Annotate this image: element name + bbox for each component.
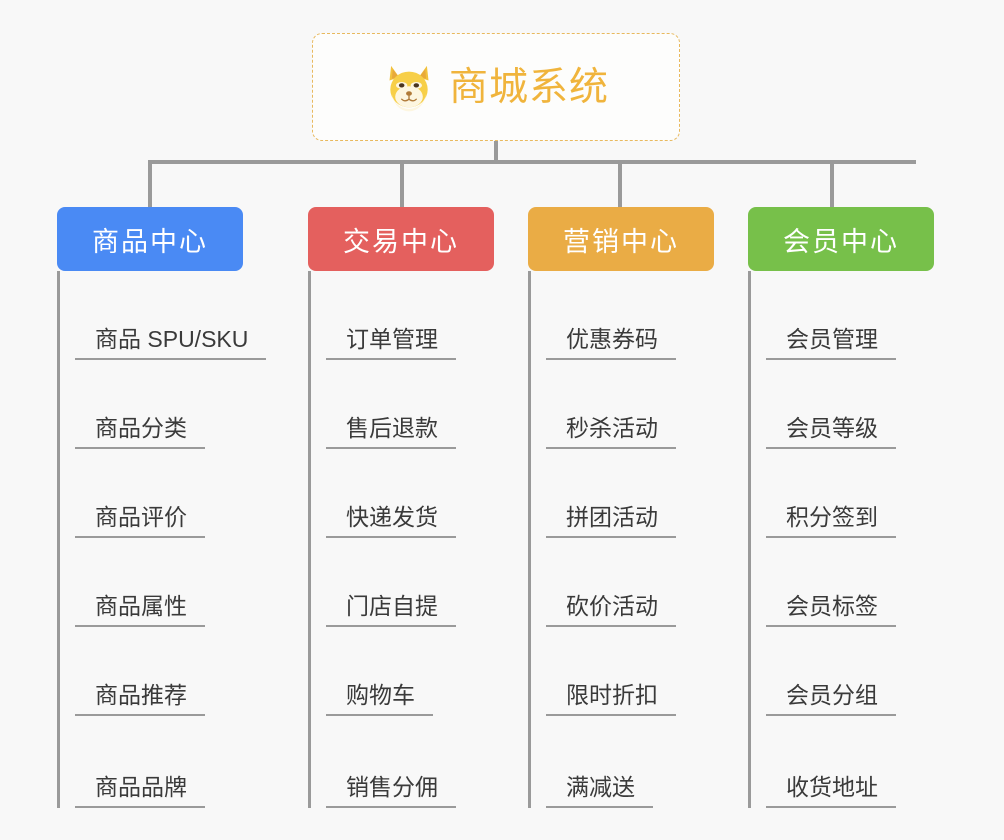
list-item[interactable]: 快递发货 (326, 449, 508, 538)
leaf-label: 快递发货 (326, 504, 456, 538)
list-item[interactable]: 满减送 (546, 716, 728, 808)
list-item[interactable]: 门店自提 (326, 538, 508, 627)
root-node[interactable]: 商城系统 (312, 33, 680, 141)
list-item[interactable]: 收货地址 (766, 716, 948, 808)
leaf-list-marketing-center: 优惠券码 秒杀活动 拼团活动 砍价活动 限时折扣 满减送 (528, 271, 728, 808)
leaf-label: 商品评价 (75, 504, 205, 538)
leaf-label: 商品属性 (75, 593, 205, 627)
list-item[interactable]: 秒杀活动 (546, 360, 728, 449)
leaf-label: 优惠券码 (546, 326, 676, 360)
leaf-label: 砍价活动 (546, 593, 676, 627)
leaf-label: 商品 SPU/SKU (75, 326, 267, 360)
list-item[interactable]: 限时折扣 (546, 627, 728, 716)
list-item[interactable]: 售后退款 (326, 360, 508, 449)
list-item[interactable]: 会员等级 (766, 360, 948, 449)
leaf-list-product-center: 商品 SPU/SKU 商品分类 商品评价 商品属性 商品推荐 商品品牌 (57, 271, 287, 808)
list-item[interactable]: 订单管理 (326, 271, 508, 360)
branch-header-member-center[interactable]: 会员中心 (748, 207, 934, 271)
list-item[interactable]: 会员分组 (766, 627, 948, 716)
list-item[interactable]: 购物车 (326, 627, 508, 716)
list-item[interactable]: 优惠券码 (546, 271, 728, 360)
list-item[interactable]: 拼团活动 (546, 449, 728, 538)
list-item[interactable]: 会员管理 (766, 271, 948, 360)
leaf-label: 秒杀活动 (546, 415, 676, 449)
leaf-label: 商品分类 (75, 415, 205, 449)
root-title: 商城系统 (448, 65, 609, 109)
leaf-label: 会员管理 (766, 326, 896, 360)
branch-member-center: 会员中心 会员管理 会员等级 积分签到 会员标签 会员分组 收货地址 (748, 207, 948, 808)
connector-stem (494, 141, 498, 163)
leaf-label: 门店自提 (326, 593, 456, 627)
connector-drop-3 (618, 160, 622, 208)
connector-bus (148, 160, 916, 164)
leaf-label: 会员标签 (766, 593, 896, 627)
leaf-label: 售后退款 (326, 415, 456, 449)
list-item[interactable]: 商品 SPU/SKU (75, 271, 287, 360)
list-item[interactable]: 销售分佣 (326, 716, 508, 808)
list-item[interactable]: 商品评价 (75, 449, 287, 538)
branch-header-trade-center[interactable]: 交易中心 (308, 207, 494, 271)
leaf-list-member-center: 会员管理 会员等级 积分签到 会员标签 会员分组 收货地址 (748, 271, 948, 808)
leaf-list-trade-center: 订单管理 售后退款 快递发货 门店自提 购物车 销售分佣 (308, 271, 508, 808)
list-item[interactable]: 会员标签 (766, 538, 948, 627)
branch-header-marketing-center[interactable]: 营销中心 (528, 207, 714, 271)
connector-drop-2 (400, 160, 404, 208)
leaf-label: 拼团活动 (546, 504, 676, 538)
leaf-label: 会员分组 (766, 682, 896, 716)
leaf-label: 限时折扣 (546, 682, 676, 716)
list-item[interactable]: 商品分类 (75, 360, 287, 449)
leaf-label: 满减送 (546, 774, 653, 808)
branch-marketing-center: 营销中心 优惠券码 秒杀活动 拼团活动 砍价活动 限时折扣 满减送 (528, 207, 728, 808)
list-item[interactable]: 商品推荐 (75, 627, 287, 716)
shiba-dog-face-icon (383, 61, 435, 113)
leaf-label: 商品品牌 (75, 774, 205, 808)
leaf-label: 订单管理 (326, 326, 456, 360)
connector-drop-1 (148, 160, 152, 208)
branch-header-product-center[interactable]: 商品中心 (57, 207, 243, 271)
branch-trade-center: 交易中心 订单管理 售后退款 快递发货 门店自提 购物车 销售分佣 (308, 207, 508, 808)
list-item[interactable]: 积分签到 (766, 449, 948, 538)
leaf-label: 购物车 (326, 682, 433, 716)
leaf-label: 销售分佣 (326, 774, 456, 808)
branch-product-center: 商品中心 商品 SPU/SKU 商品分类 商品评价 商品属性 商品推荐 商品品牌 (57, 207, 287, 808)
leaf-label: 积分签到 (766, 504, 896, 538)
connector-drop-4 (830, 160, 834, 208)
leaf-label: 会员等级 (766, 415, 896, 449)
list-item[interactable]: 商品属性 (75, 538, 287, 627)
list-item[interactable]: 砍价活动 (546, 538, 728, 627)
list-item[interactable]: 商品品牌 (75, 716, 287, 808)
leaf-label: 商品推荐 (75, 682, 205, 716)
leaf-label: 收货地址 (766, 774, 896, 808)
